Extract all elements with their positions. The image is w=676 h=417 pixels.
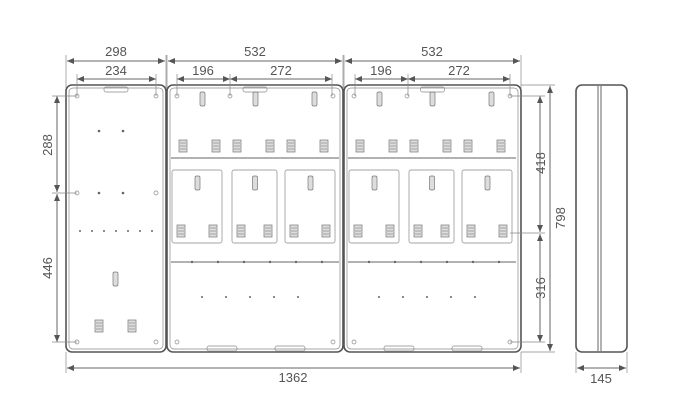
meter-slot [429, 91, 436, 107]
mounting-hole [103, 230, 105, 232]
meter-compartment [231, 169, 278, 244]
screw-hole [404, 93, 410, 99]
meter-compartment [284, 169, 336, 244]
dim-middle-width: 532 [244, 44, 266, 59]
dim-left-hole-spacing: 234 [105, 63, 127, 78]
bottom-notch [383, 345, 415, 352]
meter-compartment [461, 169, 513, 244]
mounting-hole [273, 296, 275, 298]
panel-outline [343, 84, 522, 353]
mounting-hole [216, 260, 220, 264]
panel-outline [65, 84, 167, 353]
mounting-hole [268, 260, 272, 264]
dim-right-upper-height: 418 [533, 152, 548, 174]
dim-left-upper-height: 288 [40, 134, 55, 156]
screw-hole [153, 339, 159, 345]
mounting-hole [419, 260, 423, 264]
meter-slot [194, 175, 201, 191]
mounting-hole [115, 230, 117, 232]
dim-depth: 145 [590, 371, 612, 386]
meter-slot [429, 175, 435, 191]
screw-hole [174, 339, 180, 345]
mounting-hole [127, 230, 129, 232]
meter-slot [311, 91, 318, 107]
dim-right-spacing-b: 272 [448, 63, 470, 78]
mounting-hole [91, 230, 93, 232]
meter-slot [371, 175, 378, 191]
meter-slot [252, 91, 259, 107]
dim-middle-spacing-a: 196 [192, 63, 214, 78]
mounting-hole [121, 129, 125, 133]
dim-left-lower-height: 446 [40, 257, 55, 279]
top-notch [103, 86, 129, 93]
mounting-hole [497, 260, 501, 264]
mounting-hole [426, 296, 428, 298]
mounting-hole [249, 296, 251, 298]
mounting-hole [402, 296, 404, 298]
meter-compartment [348, 169, 400, 244]
meter-slot [112, 271, 119, 287]
mounting-hole [471, 260, 475, 264]
mounting-hole [450, 296, 452, 298]
mounting-hole [445, 260, 449, 264]
bottom-notch [206, 345, 238, 352]
dim-right-spacing-a: 196 [370, 63, 392, 78]
screw-hole [153, 190, 159, 196]
meter-compartment [408, 169, 455, 244]
screw-hole [330, 93, 336, 99]
screw-hole [330, 339, 336, 345]
meter-slot [252, 175, 258, 191]
panel-inner [169, 87, 341, 350]
mounting-hole [393, 260, 397, 264]
dim-right-width: 532 [421, 44, 443, 59]
mounting-hole [97, 129, 101, 133]
mounting-hole [121, 191, 125, 195]
meter-slot [199, 91, 206, 107]
meter-slot [488, 91, 495, 107]
panel-outline [166, 84, 344, 353]
mounting-hole [367, 260, 371, 264]
mounting-hole [294, 260, 298, 264]
mounting-hole [97, 191, 101, 195]
mounting-hole [242, 260, 246, 264]
meter-slot [484, 175, 491, 191]
mounting-hole [378, 296, 380, 298]
screw-hole [351, 93, 357, 99]
mounting-hole [190, 260, 194, 264]
enclosure-drawing [65, 84, 628, 353]
screw-hole [351, 339, 357, 345]
dim-total-height: 798 [553, 207, 568, 229]
mounting-hole [79, 230, 81, 232]
meter-slot [307, 175, 314, 191]
dimension-lines [52, 55, 628, 373]
mounting-hole [139, 230, 141, 232]
dim-right-lower-height: 316 [533, 277, 548, 299]
dim-left-width: 298 [105, 44, 127, 59]
panel-inner [68, 87, 164, 350]
mounting-hole [225, 296, 227, 298]
bottom-notch [451, 345, 483, 352]
dim-total-width: 1362 [279, 370, 308, 385]
mounting-hole [201, 296, 203, 298]
meter-slot [376, 91, 383, 107]
mounting-hole [320, 260, 324, 264]
meter-compartment [171, 169, 223, 244]
mounting-hole [151, 230, 153, 232]
mounting-hole [297, 296, 299, 298]
dim-middle-spacing-b: 272 [270, 63, 292, 78]
mounting-hole [474, 296, 476, 298]
panel-inner [346, 87, 519, 350]
bottom-notch [274, 345, 306, 352]
